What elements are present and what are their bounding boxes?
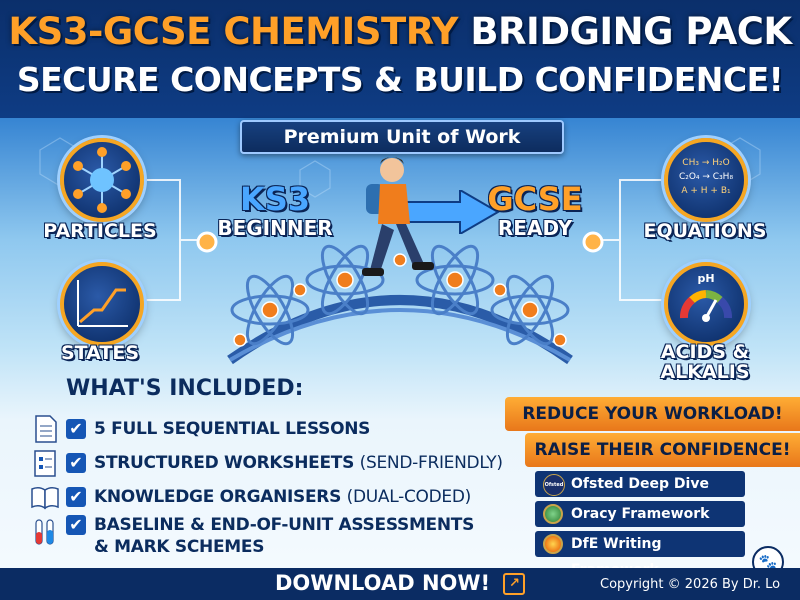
equation-line-1: CH₃ → H₂O bbox=[682, 158, 730, 168]
test-tubes-icon bbox=[35, 519, 54, 545]
alkalis-line: ALKALIS bbox=[660, 361, 750, 383]
footer-band bbox=[0, 568, 800, 600]
check-icon: ✔ bbox=[66, 453, 86, 473]
medal-icon bbox=[543, 534, 563, 554]
badge-ofsted: Ofsted Ofsted Deep Dive Ready bbox=[535, 471, 745, 518]
check-icon: ✔ bbox=[66, 419, 86, 439]
page-title: KS3-GCSE CHEMISTRY BRIDGING PACK bbox=[0, 10, 800, 53]
particles-circle bbox=[60, 138, 144, 222]
ph-gauge-icon bbox=[680, 290, 732, 322]
equation-line-2: C₂O₄ → C₃H₈ bbox=[678, 172, 734, 182]
equations-circle: CH₃ → H₂O C₂O₄ → C₃H₈ A + H + B₁ bbox=[664, 138, 748, 222]
download-link[interactable]: DOWNLOAD NOW! ↗ bbox=[275, 571, 526, 595]
ofsted-logo-icon: Ofsted bbox=[543, 474, 565, 496]
graph-icon bbox=[77, 280, 128, 327]
topic-acids-alkalis: ACIDS & ALKALIS bbox=[630, 342, 780, 382]
badge-oracy: Oracy Framework bbox=[535, 501, 745, 527]
title-white: BRIDGING PACK bbox=[470, 10, 792, 53]
particles-icon bbox=[73, 147, 131, 213]
ready-label: READY bbox=[497, 216, 573, 240]
included-item: ✔ STRUCTURED WORKSHEETS (SEND-FRIENDLY) bbox=[30, 446, 503, 480]
states-circle bbox=[60, 262, 144, 346]
check-icon: ✔ bbox=[66, 487, 86, 507]
included-text: KNOWLEDGE ORGANISERS (DUAL-CODED) bbox=[94, 487, 471, 507]
acids-line: ACIDS & bbox=[660, 341, 750, 363]
badge-dfe: DfE Writing Framework bbox=[535, 531, 745, 578]
header-band bbox=[0, 0, 800, 118]
check-icon: ✔ bbox=[66, 515, 86, 535]
atom-bridge bbox=[227, 244, 573, 365]
bridge-arch bbox=[227, 295, 573, 365]
document-icon bbox=[35, 415, 57, 443]
equation-line-3: A + H + B₁ bbox=[681, 186, 731, 196]
included-heading: WHAT'S INCLUDED: bbox=[66, 376, 304, 401]
included-item: ✔ 5 FULL SEQUENTIAL LESSONS bbox=[30, 412, 370, 446]
external-link-icon[interactable]: ↗ bbox=[503, 573, 526, 595]
topic-particles: PARTICLES bbox=[43, 220, 157, 242]
title-orange: KS3-GCSE CHEMISTRY bbox=[8, 10, 458, 53]
ks3-label: KS3 bbox=[239, 180, 311, 218]
included-text: STRUCTURED WORKSHEETS (SEND-FRIENDLY) bbox=[94, 453, 503, 473]
copyright-text: Copyright © 2026 By Dr. Lo bbox=[600, 577, 781, 592]
included-text-continued: & MARK SCHEMES bbox=[94, 537, 265, 557]
connector-node-left bbox=[196, 231, 218, 253]
medal-icon bbox=[543, 504, 563, 524]
included-text: 5 FULL SEQUENTIAL LESSONS bbox=[94, 419, 371, 439]
beginner-label: BEGINNER bbox=[217, 216, 333, 240]
gcse-label: GCSE bbox=[487, 180, 583, 218]
page-subtitle: SECURE CONCEPTS & BUILD CONFIDENCE! bbox=[16, 60, 784, 99]
ph-label: pH bbox=[697, 272, 715, 285]
topic-states: STATES bbox=[60, 342, 140, 364]
promo-banner-workload: REDUCE YOUR WORKLOAD! bbox=[505, 397, 800, 431]
open-book-icon bbox=[31, 486, 59, 510]
ph-circle: pH bbox=[664, 262, 748, 346]
connector-node-right bbox=[582, 231, 604, 253]
included-text: BASELINE & END-OF-UNIT ASSESSMENTS bbox=[94, 515, 475, 535]
promo-banner-confidence: RAISE THEIR CONFIDENCE! bbox=[525, 433, 800, 467]
premium-ribbon: Premium Unit of Work bbox=[240, 120, 564, 154]
checklist-icon bbox=[34, 450, 56, 477]
included-item: ✔ KNOWLEDGE ORGANISERS (DUAL-CODED) bbox=[30, 480, 471, 514]
student-figure-icon bbox=[362, 157, 434, 276]
topic-equations: EQUATIONS bbox=[643, 220, 767, 242]
included-item: ✔ BASELINE & END-OF-UNIT ASSESSMENTS bbox=[30, 514, 475, 545]
